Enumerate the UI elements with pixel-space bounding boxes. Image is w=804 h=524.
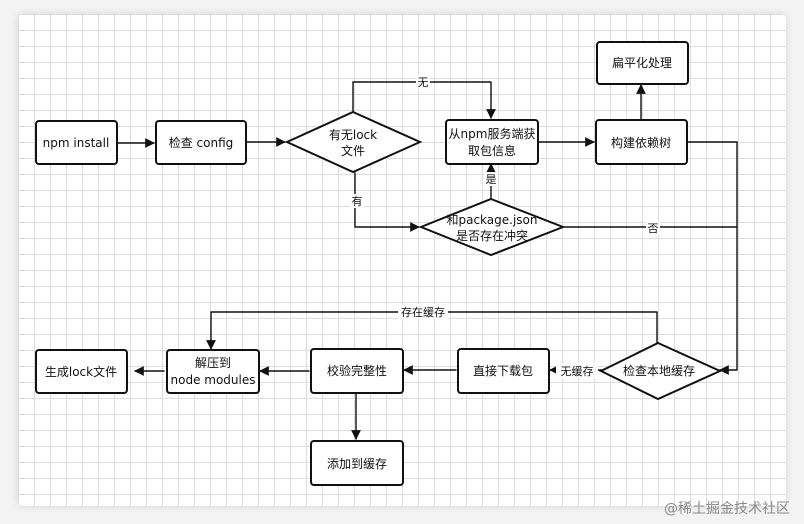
node-has-lock-label-2: 文件 bbox=[341, 143, 365, 158]
node-check-cache: 检查本地缓存 bbox=[598, 341, 723, 401]
edge-tree-to-cache bbox=[686, 141, 738, 375]
node-add-cache: 添加到缓存 bbox=[310, 440, 404, 486]
node-conflict-label-1: 和package.json bbox=[446, 213, 537, 227]
edge-label-cache-miss: 无缓存 bbox=[561, 364, 594, 378]
diagram-canvas bbox=[18, 14, 786, 506]
node-fetch-registry-label-2: 取包信息 bbox=[468, 143, 516, 158]
edge-label-yes-is: 是 bbox=[486, 173, 497, 186]
node-gen-lock: 生成lock文件 bbox=[35, 349, 128, 394]
node-conflict: 和package.json 是否存在冲突 bbox=[418, 197, 566, 257]
node-unzip-label-1: 解压到 bbox=[195, 356, 231, 370]
node-flatten-label: 扁平化处理 bbox=[612, 56, 672, 70]
node-verify-label: 校验完整性 bbox=[327, 363, 387, 378]
edge-haslock-yes bbox=[354, 172, 420, 232]
node-check-cache-label: 检查本地缓存 bbox=[623, 363, 695, 378]
node-gen-lock-label: 生成lock文件 bbox=[45, 364, 117, 379]
node-download: 直接下载包 bbox=[457, 348, 550, 394]
node-download-label: 直接下载包 bbox=[473, 363, 533, 378]
watermark: @稀土掘金技术社区 bbox=[664, 501, 790, 517]
node-unzip-label-2: node modules bbox=[171, 373, 256, 387]
node-unzip: 解压到 node modules bbox=[166, 349, 260, 394]
node-npm-install: npm install bbox=[35, 120, 118, 165]
node-fetch-registry: 从npm服务端获 取包信息 bbox=[445, 119, 539, 165]
node-flatten: 扁平化处理 bbox=[596, 41, 689, 85]
node-conflict-label-2: 是否存在冲突 bbox=[456, 228, 528, 243]
node-build-tree: 构建依赖树 bbox=[595, 119, 688, 165]
node-check-config: 检查 config bbox=[155, 120, 247, 165]
node-npm-install-label: npm install bbox=[43, 136, 110, 150]
edge-label-no: 无 bbox=[418, 76, 429, 89]
node-check-config-label: 检查 config bbox=[169, 135, 234, 150]
edge-label-cache-hit: 存在缓存 bbox=[401, 305, 445, 319]
edge-labels: 无 有 是 否 存在缓存 无缓存 bbox=[350, 74, 660, 378]
edge-label-yes-have: 有 bbox=[352, 194, 363, 208]
node-has-lock-label-1: 有无lock bbox=[329, 128, 377, 142]
node-has-lock: 有无lock 文件 bbox=[284, 110, 423, 174]
edge-label-no-not: 否 bbox=[648, 222, 659, 235]
node-add-cache-label: 添加到缓存 bbox=[327, 457, 387, 471]
node-verify: 校验完整性 bbox=[310, 348, 404, 394]
node-fetch-registry-label-1: 从npm服务端获 bbox=[449, 126, 536, 141]
node-build-tree-label: 构建依赖树 bbox=[611, 135, 671, 150]
